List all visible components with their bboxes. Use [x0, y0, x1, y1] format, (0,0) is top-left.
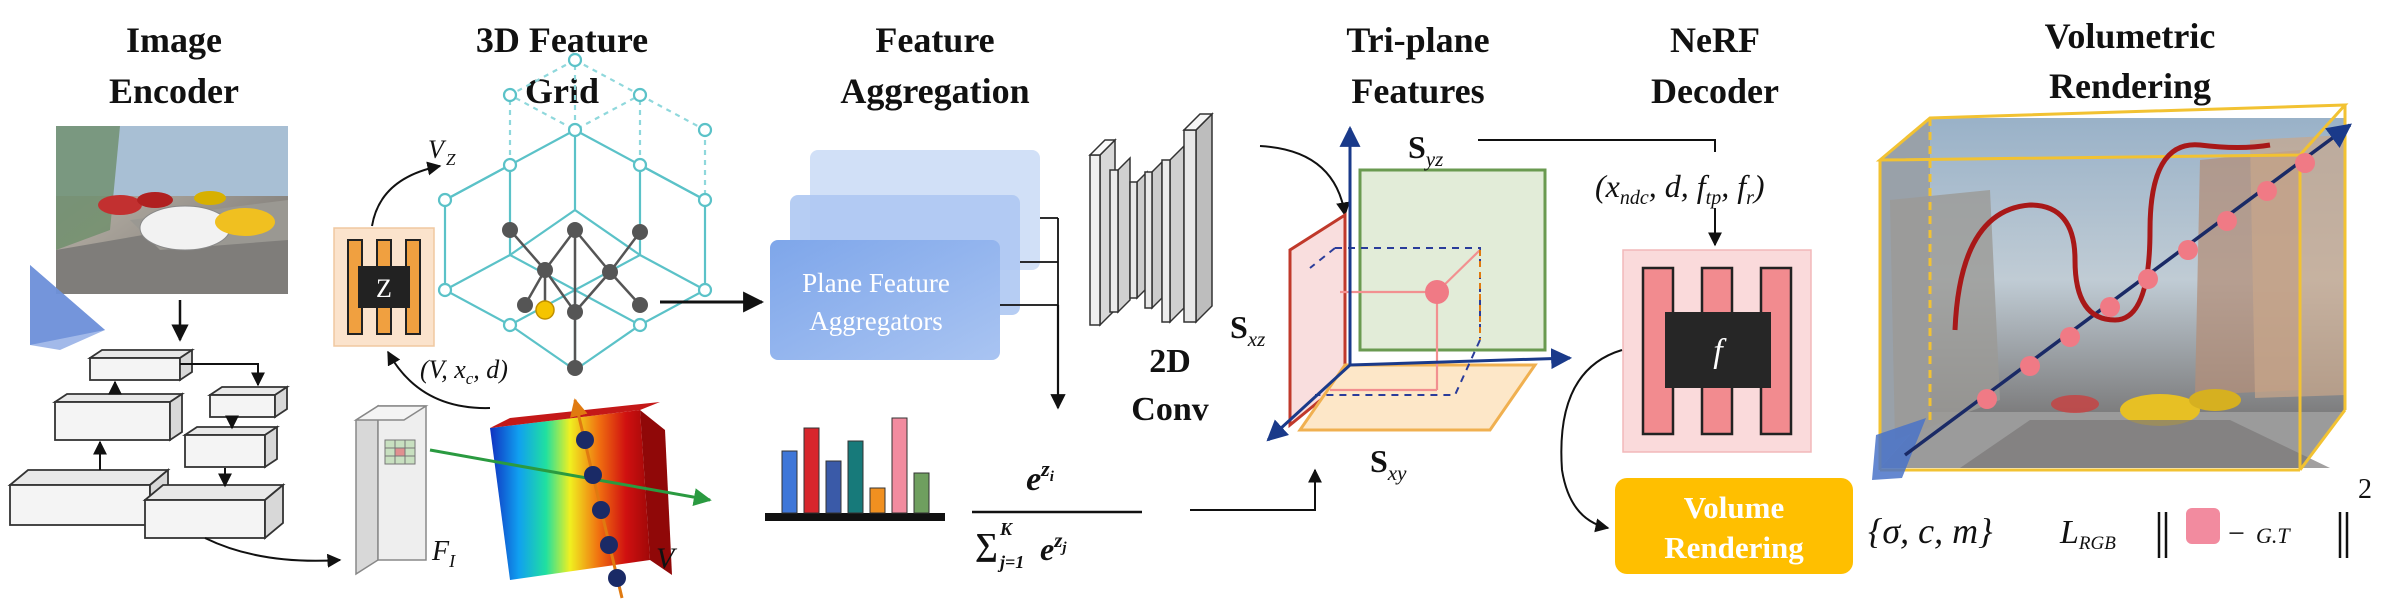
volume-rendering-box: Volume Rendering	[1615, 478, 1853, 574]
feature-map: FI	[353, 404, 456, 576]
heading-line: Features	[1351, 71, 1484, 111]
feature-map-label: FI	[431, 536, 456, 571]
grid-input-label: (V, xc, d)	[420, 355, 508, 388]
nerf-network: f	[1622, 249, 1812, 453]
svg-text:Conv: Conv	[1131, 391, 1208, 428]
sum-lower: j=1	[997, 552, 1024, 572]
plane-yz-label: Syz	[1408, 129, 1443, 171]
heading-line: Tri-plane	[1346, 20, 1489, 60]
softmax-histogram	[765, 417, 945, 521]
heading-line: Image	[126, 20, 222, 60]
rendering-box	[1875, 103, 2349, 472]
vz-label: V Z	[428, 135, 456, 169]
heading-volumetric-rendering: Volumetric Rendering	[2045, 16, 2216, 106]
ray-samples	[1977, 153, 2315, 409]
plane-xy	[1297, 363, 1538, 432]
heading-nerf-decoder: NeRF Decoder	[1651, 20, 1779, 111]
minus-sign: −	[2228, 517, 2245, 550]
conv-blocks	[1088, 112, 1214, 327]
histogram-bar	[913, 472, 930, 514]
svg-text:(V, xc, d): (V, xc, d)	[420, 355, 508, 388]
encoder-network	[7, 348, 290, 540]
arrow	[387, 350, 491, 410]
svg-text:Z: Z	[446, 150, 456, 169]
sum-upper: K	[999, 519, 1014, 539]
loss-exponent: 2	[2358, 474, 2372, 505]
heading-line: Decoder	[1651, 71, 1779, 111]
svg-text:2D: 2D	[1149, 343, 1191, 380]
aggregator-label: Aggregators	[809, 306, 942, 336]
input-image	[56, 126, 288, 294]
connector	[1478, 139, 1716, 152]
histogram-bar	[847, 440, 864, 514]
histogram-bar	[781, 450, 798, 514]
svg-text:ezi: ezi	[1026, 456, 1055, 498]
rendering-scene	[1880, 118, 2345, 468]
histogram-bar	[825, 460, 842, 514]
heading-feature-aggregation: Feature Aggregation	[840, 20, 1029, 111]
plane-xy-label: Sxy	[1370, 443, 1407, 485]
volume-rendering-label: Rendering	[1664, 530, 1804, 565]
heading-feature-grid: 3D Feature Grid	[476, 20, 648, 111]
denominator-term: ezj	[1040, 528, 1067, 567]
arrow	[371, 161, 442, 227]
heading-line: NeRF	[1670, 20, 1760, 60]
axis-z	[1266, 363, 1352, 442]
aggregator-label: Plane Feature	[802, 268, 950, 298]
density-curve	[1952, 142, 2271, 331]
ground-truth-label: G.T	[2256, 523, 2291, 548]
feature-grid-lattice	[443, 59, 707, 371]
feature-grid-nodes	[437, 52, 713, 376]
heading-line: Grid	[525, 71, 599, 111]
heading-line: Encoder	[109, 71, 239, 111]
heading-line: Volumetric	[2045, 16, 2216, 56]
rendered-pixel	[2186, 508, 2220, 544]
heading-triplane: Tri-plane Features	[1346, 20, 1489, 111]
loss-term: LRGB − G.T 2	[2059, 474, 2372, 558]
arrow	[1560, 349, 1623, 533]
ray	[429, 448, 712, 507]
sample-point	[1425, 280, 1449, 304]
histogram-bar	[891, 417, 908, 514]
heading-image-encoder: Image Encoder	[109, 20, 239, 111]
camera-frustum-side	[30, 265, 105, 350]
plane-xz	[1288, 212, 1347, 429]
histogram-bar	[869, 487, 886, 514]
feature-volume: V	[429, 398, 712, 599]
histogram-bar	[803, 427, 820, 514]
plane-xz-label: Sxz	[1230, 309, 1265, 351]
render-camera	[1872, 418, 1926, 480]
outputs-label: {σ, c, m}	[1868, 511, 1993, 551]
arrow	[1190, 468, 1322, 511]
arrow	[1259, 145, 1350, 217]
volume-rendering-label: Volume	[1684, 490, 1784, 525]
heading-line: Aggregation	[840, 71, 1029, 111]
axis-x	[1349, 348, 1573, 370]
plane-yz	[1358, 168, 1547, 352]
decoder-input-label: (xndc, d, ftp, fr)	[1595, 168, 1765, 209]
aggregator-stack: Plane Feature Aggregators	[770, 150, 1040, 360]
histogram-baseline	[765, 513, 945, 521]
z-label: Z	[376, 274, 392, 303]
plane-labels: Syz Sxz Sxy	[1230, 129, 1443, 485]
encoder-arrows	[93, 363, 342, 568]
loss-label: LRGB	[2059, 514, 2116, 554]
query-point	[535, 300, 555, 320]
aggregator-connectors	[1000, 217, 1066, 410]
volume-label: V	[656, 542, 678, 575]
softmax-formula: ezi ∑ j=1 K ezj	[972, 456, 1142, 572]
triplane-features	[1266, 125, 1573, 442]
heading-line: 3D Feature	[476, 20, 648, 60]
svg-text:V: V	[428, 135, 447, 164]
z-network: Z	[333, 227, 435, 347]
sum-sign: ∑	[975, 526, 998, 562]
heading-line: Feature	[875, 20, 994, 60]
conv-label: 2D Conv	[1131, 343, 1208, 428]
heading-line: Rendering	[2049, 66, 2211, 106]
